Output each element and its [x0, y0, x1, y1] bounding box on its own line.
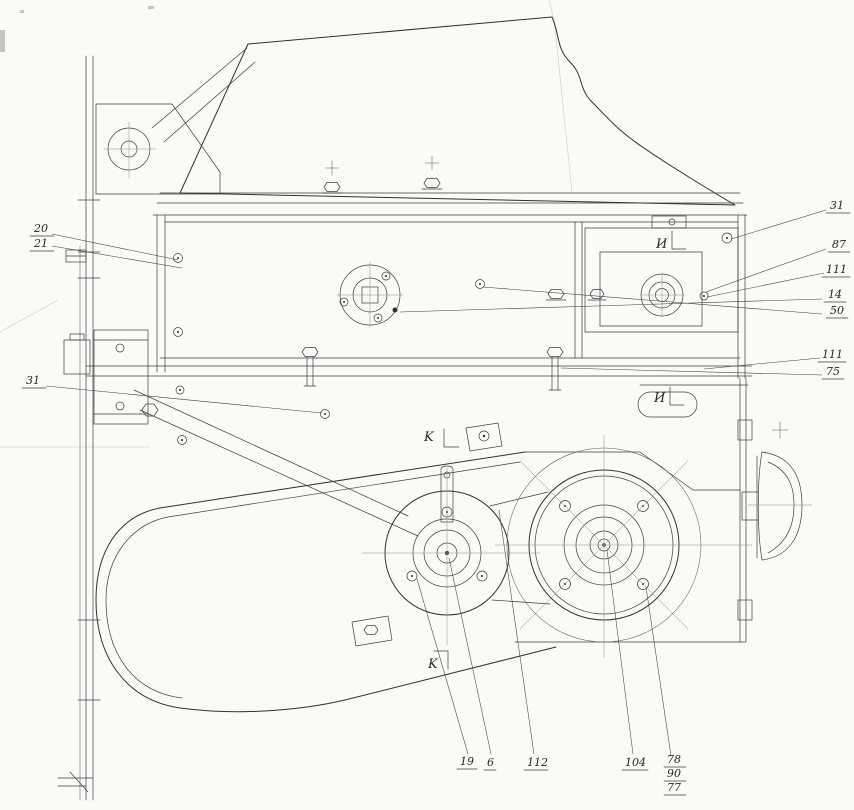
- drive-belt: [133, 389, 551, 605]
- oval-slot: [637, 391, 698, 418]
- hex-bolt: [587, 289, 607, 301]
- part-number-111-upper: 111: [826, 263, 847, 276]
- section-letter-k-upper: K: [423, 430, 435, 445]
- top-bracket: [95, 103, 221, 195]
- part-number-78: 78: [667, 753, 681, 766]
- part-number-20: 20: [33, 222, 48, 235]
- rail-bolt: [421, 155, 443, 190]
- part-number-19: 19: [460, 755, 474, 768]
- section-letter-k-lower: K: [427, 657, 439, 672]
- part-callouts: 20 21 31 31 87 111 14 50 111 75 19 6 112…: [21, 199, 851, 796]
- belt-guard: [95, 451, 557, 713]
- centerlines: [362, 435, 752, 658]
- right-gearbox: [584, 215, 739, 418]
- k-section-plate: [465, 422, 503, 452]
- scan-artifacts: [0, 6, 154, 52]
- section-marks: K K И И: [423, 230, 687, 672]
- housing-screws: [173, 232, 733, 445]
- part-number-21: 21: [33, 237, 48, 250]
- part-number-6: 6: [487, 756, 494, 769]
- rail-through-bolt: [301, 347, 319, 387]
- panel-divider: [574, 221, 583, 359]
- lower-casting: [351, 377, 753, 647]
- left-frame: [57, 47, 256, 801]
- bottom-bracket: [351, 615, 393, 647]
- part-number-75: 75: [826, 365, 840, 378]
- handwheel: [741, 421, 813, 561]
- part-number-104: 104: [625, 756, 646, 769]
- part-number-31-right: 31: [830, 199, 844, 212]
- feeder-panel: [179, 16, 736, 206]
- bracket-struts: [151, 47, 256, 143]
- part-number-111-lower: 111: [822, 348, 843, 361]
- rail-through-bolt: [546, 347, 564, 391]
- left-flange-plate: [93, 329, 149, 425]
- section-letter-i-upper: И: [655, 237, 668, 252]
- section-letter-i-lower: И: [653, 391, 666, 406]
- central-flange-bearing: [336, 261, 404, 329]
- part-number-90: 90: [667, 767, 681, 780]
- hex-bolt: [141, 403, 159, 417]
- frame-base-marks: [57, 771, 94, 793]
- part-number-87: 87: [832, 238, 846, 251]
- rail-bolt: [321, 160, 343, 194]
- part-number-77: 77: [667, 781, 681, 794]
- handwheel-shaft: [741, 491, 759, 521]
- part-number-31-left: 31: [26, 374, 40, 387]
- part-number-50: 50: [830, 304, 844, 317]
- part-number-14: 14: [828, 288, 842, 301]
- leader-lines: [45, 209, 827, 757]
- part-number-112: 112: [527, 756, 548, 769]
- hex-bolt: [545, 289, 567, 301]
- paper-creases: [0, 0, 573, 448]
